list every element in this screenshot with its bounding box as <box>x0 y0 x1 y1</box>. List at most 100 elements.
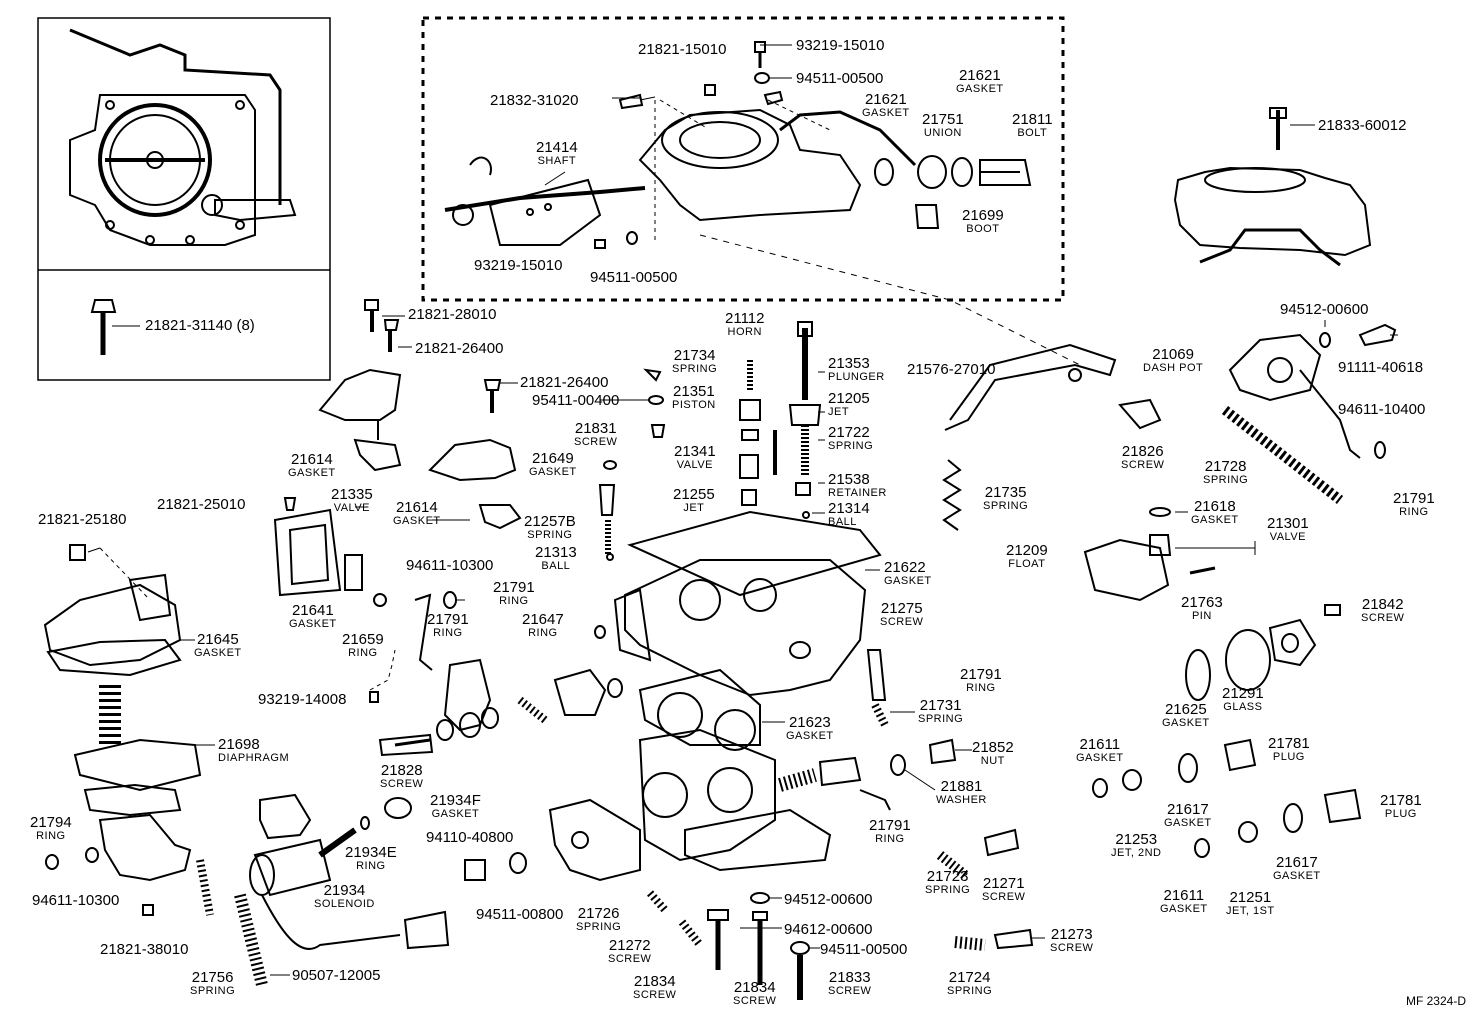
part-number: 21791 <box>960 666 1002 683</box>
part-number: 21313 <box>535 544 577 561</box>
part-name: JET, 1ST <box>1226 905 1275 917</box>
part-number: 21699 <box>962 207 1004 224</box>
part-number: 21852 <box>972 739 1014 756</box>
part-number: 21821-25010 <box>157 496 246 513</box>
part-number: 21763 <box>1181 594 1223 611</box>
part-name: VALVE <box>333 502 371 514</box>
misc-hardware <box>707 649 1034 1000</box>
part-number: 94110-40800 <box>426 829 514 846</box>
part-name: PISTON <box>672 399 716 411</box>
part-number: 21821-25180 <box>38 511 127 528</box>
callout-93219-15010-top: 93219-15010 <box>796 38 884 53</box>
part-number: 21821-28010 <box>408 306 497 323</box>
part-number: 94611-10400 <box>1338 401 1426 418</box>
callout-94511-00500-c: 94511-00500 <box>820 942 907 957</box>
part-number: 94511-00500 <box>590 269 678 286</box>
callout-93219-14008: 93219-14008 <box>258 692 346 707</box>
part-number: 21934 <box>323 882 366 899</box>
part-number: 93219-14008 <box>258 691 347 708</box>
left-side-parts <box>273 299 623 757</box>
part-number: 21341 <box>674 443 716 460</box>
part-number: 21726 <box>577 905 620 922</box>
part-name: GASKET <box>1162 717 1210 729</box>
part-name: SCREW <box>608 953 652 965</box>
part-name: SPRING <box>190 985 236 997</box>
callout-93219-15010-bottom: 93219-15010 <box>474 258 562 273</box>
part-number: 21834 <box>633 973 676 990</box>
part-name: WASHER <box>936 794 987 806</box>
part-number: 94611-10300 <box>406 557 494 574</box>
part-number: 91111-40618 <box>1338 359 1424 376</box>
part-number: 21611 <box>1163 887 1205 904</box>
callout-21821-26400-a: 21821-26400 <box>415 341 503 356</box>
part-number: 21538 <box>828 471 870 488</box>
part-number: 21934F <box>430 792 481 809</box>
part-name: PLUG <box>1272 751 1305 763</box>
part-name: SPRING <box>947 985 993 997</box>
leader-lines <box>87 44 1398 976</box>
callout-90507-12005: 90507-12005 <box>292 968 380 983</box>
part-number: 21698 <box>218 736 260 753</box>
part-name: SCREW <box>633 989 677 1001</box>
part-number: 21831 <box>574 420 617 437</box>
part-name: PLUG <box>1384 808 1417 820</box>
part-number: 21625 <box>1164 701 1207 718</box>
part-number: 21821-38010 <box>100 941 189 958</box>
part-name: SPRING <box>576 921 622 933</box>
part-name: SHAFT <box>537 155 577 167</box>
part-number: 21842 <box>1361 596 1404 613</box>
part-number: 21314 <box>828 500 870 517</box>
part-number: 21647 <box>522 611 564 628</box>
callout-94511-00500-bottom: 94511-00500 <box>590 270 677 285</box>
part-number: 21722 <box>828 424 870 441</box>
part-name: HORN <box>727 326 762 338</box>
part-number: 21611 <box>1079 736 1121 753</box>
part-name: SPRING <box>828 440 874 452</box>
part-number: 21781 <box>1268 735 1310 752</box>
center-small-parts <box>483 321 822 561</box>
part-name: VALVE <box>1269 531 1307 543</box>
callout-21821-25180: 21821-25180 <box>38 512 126 527</box>
part-name: GASKET <box>1273 870 1321 882</box>
diagram-code: MF 2324-D <box>1405 994 1466 1008</box>
part-number: 21617 <box>1166 801 1209 818</box>
part-number: 21735 <box>984 484 1027 501</box>
part-name: RING <box>36 830 66 842</box>
part-name: SPRING <box>918 713 964 725</box>
part-number: 21821-26400 <box>415 340 504 357</box>
part-name: RING <box>528 627 558 639</box>
part-name: GASKET <box>288 467 336 479</box>
part-number: 21614 <box>395 499 438 516</box>
top-cover <box>444 41 1091 371</box>
part-number: 21257B <box>524 513 576 530</box>
callout-94511-00500-top: 94511-00500 <box>796 71 883 86</box>
